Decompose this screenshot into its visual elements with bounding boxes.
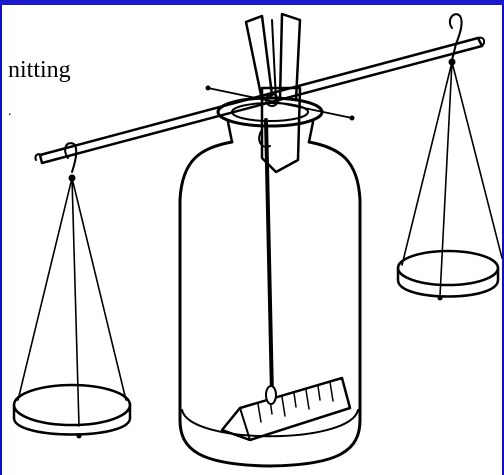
top-border <box>0 0 504 5</box>
caption-text: nitting <box>8 57 71 83</box>
needle <box>207 87 353 119</box>
left-pan-dot <box>76 433 82 439</box>
caption-mark: . <box>8 104 12 119</box>
right-pan-assembly <box>396 13 503 301</box>
left-pan-assembly <box>12 142 132 439</box>
needle-head-right <box>349 115 355 121</box>
clothespin-split <box>271 19 277 101</box>
bottle-neck-right <box>307 120 315 144</box>
bottle-neck-left <box>226 120 234 144</box>
right-pan-dot <box>437 295 443 301</box>
clothespin-hook <box>258 129 271 148</box>
rod-bead <box>265 385 277 405</box>
pendulum-rod <box>264 118 277 405</box>
beam-end-left <box>34 153 43 161</box>
left-pan-rim <box>12 383 132 427</box>
beam-end-right <box>477 36 486 47</box>
right-pan-rim <box>396 249 500 287</box>
left-hook <box>64 142 78 173</box>
needle-head-left <box>205 85 211 91</box>
ruler-end <box>221 407 251 441</box>
pivot-needle <box>205 85 355 121</box>
clothespin-right-jaw <box>278 12 302 102</box>
bottle-base <box>181 409 359 438</box>
ruler-ticks <box>257 381 334 423</box>
bottle <box>178 96 362 468</box>
right-pan-wall <box>396 266 500 298</box>
right-hook <box>448 13 463 61</box>
ruler-weight <box>220 376 352 442</box>
left-pan-wall <box>12 403 132 436</box>
balance-beam <box>34 36 486 165</box>
bottle-body <box>178 140 362 468</box>
right-strings <box>401 61 503 297</box>
rod <box>264 118 274 397</box>
